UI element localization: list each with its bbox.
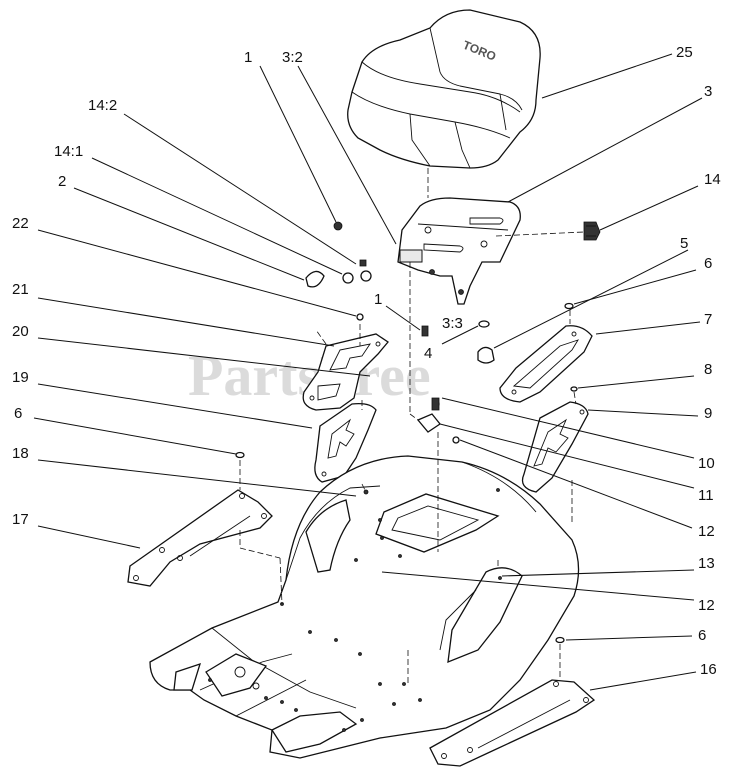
callout-3-3[interactable]: 3:3 bbox=[442, 315, 463, 332]
part-12-nut-a[interactable] bbox=[452, 436, 460, 444]
part-10-bolt-body bbox=[431, 397, 440, 411]
part-19-shift-gate-left[interactable] bbox=[314, 402, 377, 483]
callout-3[interactable]: 3 bbox=[704, 83, 712, 100]
part-6-screw-a[interactable] bbox=[564, 302, 574, 310]
callout-2[interactable]: 2 bbox=[58, 173, 66, 190]
callout-4[interactable]: 4 bbox=[424, 345, 432, 362]
callout-20[interactable]: 20 bbox=[12, 323, 29, 340]
callout-3-2[interactable]: 3:2 bbox=[282, 49, 303, 66]
callout-12-lower[interactable]: 12 bbox=[698, 597, 715, 614]
callout-1-top[interactable]: 1 bbox=[244, 49, 252, 66]
callout-14[interactable]: 14 bbox=[704, 171, 721, 188]
part-1-nut[interactable] bbox=[333, 221, 343, 231]
callout-17[interactable]: 17 bbox=[12, 511, 29, 528]
part-14-1-washer[interactable] bbox=[342, 272, 354, 284]
callout-19[interactable]: 19 bbox=[12, 369, 29, 386]
part-17-floor-plate-left[interactable] bbox=[127, 489, 273, 587]
part-5-knob[interactable] bbox=[477, 346, 495, 364]
part-14-2-washer[interactable] bbox=[360, 270, 372, 282]
callout-6-upper[interactable]: 6 bbox=[704, 255, 712, 272]
callout-16[interactable]: 16 bbox=[700, 661, 717, 678]
part-7-shift-plate-right[interactable] bbox=[499, 325, 593, 403]
part-22-screw[interactable] bbox=[356, 313, 364, 321]
part-6-screw-b[interactable] bbox=[235, 451, 245, 459]
part-16-floor-plate-right[interactable] bbox=[429, 679, 596, 767]
callout-1-middle[interactable]: 1 bbox=[374, 291, 382, 308]
callout-12-upper[interactable]: 12 bbox=[698, 523, 715, 540]
part-3-seat-bracket[interactable] bbox=[397, 197, 521, 305]
callout-21[interactable]: 21 bbox=[12, 281, 29, 298]
part-3-2-bolt[interactable] bbox=[359, 259, 367, 267]
callout-25[interactable]: 25 bbox=[676, 44, 693, 61]
callout-11[interactable]: 11 bbox=[698, 487, 714, 504]
part-2-clip[interactable] bbox=[305, 270, 325, 288]
callout-leaders bbox=[33, 53, 703, 691]
callout-labels: 25 1 3:2 14:2 3 14:1 14 2 22 5 6 21 1 3:… bbox=[12, 44, 721, 678]
callout-7[interactable]: 7 bbox=[704, 311, 712, 328]
callout-8[interactable]: 8 bbox=[704, 361, 712, 378]
body-fender-pan[interactable] bbox=[149, 455, 580, 759]
part-8-screw[interactable] bbox=[570, 386, 578, 392]
callout-18[interactable]: 18 bbox=[12, 445, 29, 462]
callout-9[interactable]: 9 bbox=[704, 405, 712, 422]
callout-10[interactable]: 10 bbox=[698, 455, 715, 472]
part-25-seat[interactable]: TORO bbox=[347, 9, 541, 169]
callout-14-2[interactable]: 14:2 bbox=[88, 97, 117, 114]
part-1-bolt[interactable] bbox=[421, 325, 429, 337]
assembly-guide-lines bbox=[239, 168, 585, 684]
callout-22[interactable]: 22 bbox=[12, 215, 29, 232]
callout-5[interactable]: 5 bbox=[680, 235, 688, 252]
part-3-3-washer[interactable] bbox=[478, 320, 490, 328]
part-6-screw-c[interactable] bbox=[555, 636, 565, 644]
part-11-bracket[interactable] bbox=[416, 413, 441, 433]
part-14-adjust-knob[interactable] bbox=[583, 221, 601, 241]
callout-13[interactable]: 13 bbox=[698, 555, 715, 572]
callout-6-left[interactable]: 6 bbox=[14, 405, 22, 422]
callout-6-lower[interactable]: 6 bbox=[698, 627, 706, 644]
callout-14-1[interactable]: 14:1 bbox=[54, 143, 83, 160]
part-21-shift-plate-left[interactable] bbox=[302, 333, 389, 411]
